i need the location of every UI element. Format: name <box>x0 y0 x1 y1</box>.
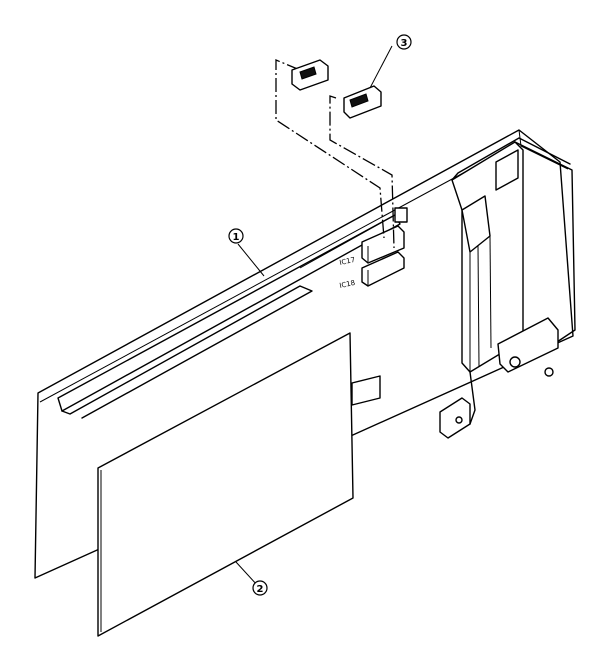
ic17-label: IC17 <box>339 256 356 267</box>
ic18-label: IC18 <box>339 279 356 290</box>
rom-chip-upper <box>291 59 329 91</box>
callout-2-label: 2 <box>257 584 264 595</box>
callout-3-label: 3 <box>401 38 408 49</box>
chip-leader-lines <box>275 59 395 249</box>
callout-3: 3 <box>396 34 412 50</box>
callout-2: 2 <box>252 580 268 596</box>
callout-leaders <box>235 45 393 587</box>
callout-1: 1 <box>228 228 244 244</box>
mounting-bracket <box>439 137 576 439</box>
callout-1-label: 1 <box>233 232 240 243</box>
rom-chip-lower <box>343 85 382 119</box>
memory-card <box>97 332 354 637</box>
